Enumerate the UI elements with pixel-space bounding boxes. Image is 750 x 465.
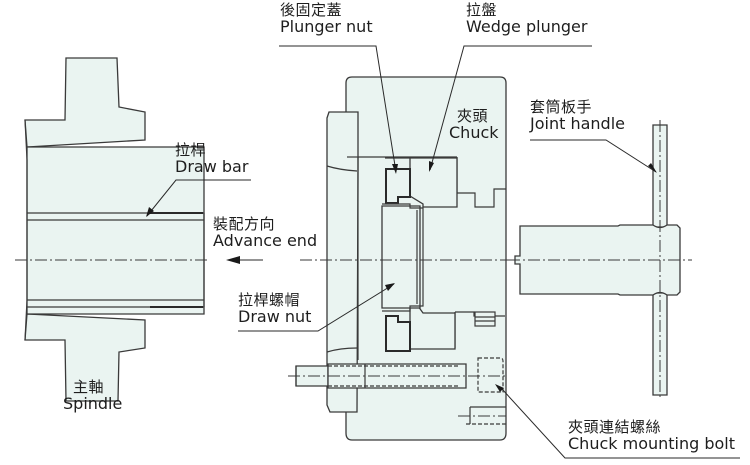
plunger-nut-lower xyxy=(385,315,411,352)
label-chuck-zh: 夾頭 xyxy=(457,107,489,125)
leader-lines xyxy=(146,45,740,459)
advance-arrow-head xyxy=(226,256,240,264)
joint-handle xyxy=(508,120,692,400)
label-plunger-nut-en: Plunger nut xyxy=(280,16,373,36)
bolt-head-hidden xyxy=(477,357,504,393)
label-plunger-nut: 後固定蓋 Plunger nut xyxy=(280,1,373,36)
leader-chuck-mounting-bolt xyxy=(501,388,740,459)
label-chuck-en: Chuck xyxy=(449,122,499,142)
label-advance-end-zh: 裝配方向 xyxy=(213,215,276,233)
leader-draw-bar-arrow xyxy=(146,207,154,217)
chuck-front-plate-curve-bot xyxy=(326,347,358,353)
leader-plunger-nut-arrow xyxy=(392,164,398,174)
chuck-front-plate xyxy=(326,111,359,413)
draw-nut-body xyxy=(381,205,421,309)
label-wedge-plunger-en: Wedge plunger xyxy=(466,16,588,36)
label-chuck-mounting-bolt: 夾頭連結螺絲 Chuck mounting bolt xyxy=(568,418,736,453)
label-spindle: 主軸 Spindle xyxy=(63,378,123,413)
label-chuck-mounting-bolt-zh: 夾頭連結螺絲 xyxy=(568,418,662,436)
chuck-front-plate-curve-top xyxy=(326,165,358,172)
label-spindle-en: Spindle xyxy=(63,393,123,413)
leader-plunger-nut xyxy=(279,45,397,173)
leader-chuck-mounting-bolt-arrow xyxy=(495,384,504,392)
label-joint-handle-zh: 套筒板手 xyxy=(530,98,593,116)
wedge-plunger-upper xyxy=(385,157,458,208)
label-advance-end-en: Advance end xyxy=(213,230,318,250)
spindle-break-line xyxy=(24,119,28,341)
plunger-nut-upper xyxy=(385,168,411,204)
leader-wedge-plunger xyxy=(429,45,592,171)
label-chuck: 夾頭 Chuck xyxy=(449,107,499,142)
plunger-nut xyxy=(385,168,411,352)
spindle-lower-flange xyxy=(24,313,146,402)
spindle xyxy=(24,57,205,402)
spindle-upper-flange xyxy=(24,57,146,148)
label-wedge-plunger: 拉盤 Wedge plunger xyxy=(466,1,588,36)
label-draw-bar-zh: 拉桿 xyxy=(175,141,207,159)
leader-joint-handle xyxy=(530,139,657,173)
leader-draw-nut xyxy=(238,283,395,332)
draw-nut-flange xyxy=(382,203,424,312)
draw-nut xyxy=(381,203,424,312)
leader-draw-bar xyxy=(146,179,251,217)
label-draw-bar-en: Draw bar xyxy=(175,156,249,176)
label-plunger-nut-zh: 後固定蓋 xyxy=(280,1,343,19)
label-joint-handle-en: Joint handle xyxy=(530,113,625,133)
label-draw-bar: 拉桿 Draw bar xyxy=(175,141,249,176)
set-screw xyxy=(474,311,496,327)
label-draw-nut-zh: 拉桿螺帽 xyxy=(238,291,301,309)
set-screw-body xyxy=(474,311,496,327)
label-draw-nut-en: Draw nut xyxy=(238,306,312,326)
label-wedge-plunger-zh: 拉盤 xyxy=(466,1,498,19)
label-advance-end: 裝配方向 Advance end xyxy=(213,215,318,250)
label-draw-nut: 拉桿螺帽 Draw nut xyxy=(238,291,312,326)
label-joint-handle: 套筒板手 Joint handle xyxy=(530,98,625,133)
advance-arrow xyxy=(226,256,263,264)
label-chuck-mounting-bolt-en: Chuck mounting bolt xyxy=(568,433,736,453)
chuck-mounting-bolt xyxy=(288,357,508,425)
leader-joint-handle-arrow xyxy=(648,163,657,173)
leader-draw-nut-arrow xyxy=(385,283,395,291)
leader-wedge-plunger-arrow xyxy=(429,161,434,172)
label-spindle-zh: 主軸 xyxy=(73,378,105,396)
